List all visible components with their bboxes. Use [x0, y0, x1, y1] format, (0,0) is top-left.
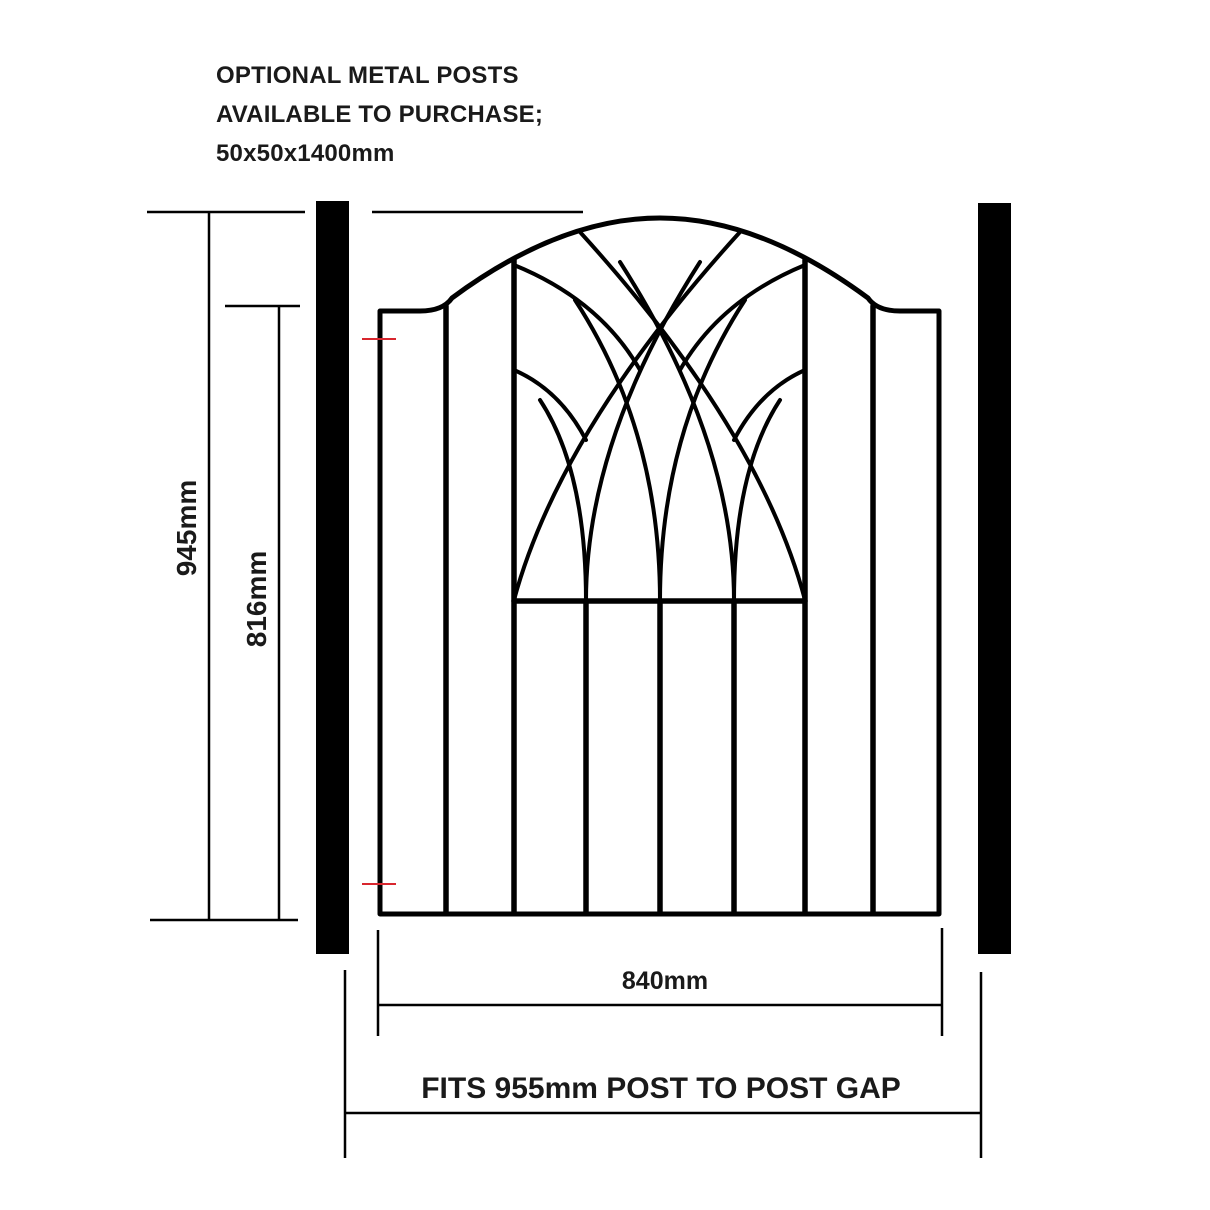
- left-post: [316, 201, 349, 954]
- posts-note-line-3: 50x50x1400mm: [216, 140, 395, 167]
- gate-arches: [512, 230, 807, 603]
- hinge-markers: [362, 338, 396, 885]
- posts-note: OPTIONAL METAL POSTS AVAILABLE TO PURCHA…: [216, 56, 543, 173]
- post-gap-label: FITS 955mm POST TO POST GAP: [421, 1072, 901, 1105]
- overall-height-label: 945mm: [171, 480, 202, 577]
- side-height-label: 816mm: [241, 551, 272, 648]
- gate-frame: [377, 215, 942, 917]
- posts-note-line-1: OPTIONAL METAL POSTS: [216, 62, 519, 89]
- dimension-post-gap: [343, 970, 983, 1158]
- right-post: [978, 203, 1011, 954]
- posts-note-line-2: AVAILABLE TO PURCHASE;: [216, 101, 544, 128]
- dimension-945: [147, 210, 583, 922]
- gate-width-label: 840mm: [622, 967, 708, 995]
- dimension-840: [376, 928, 944, 1036]
- dimension-816: [225, 304, 300, 920]
